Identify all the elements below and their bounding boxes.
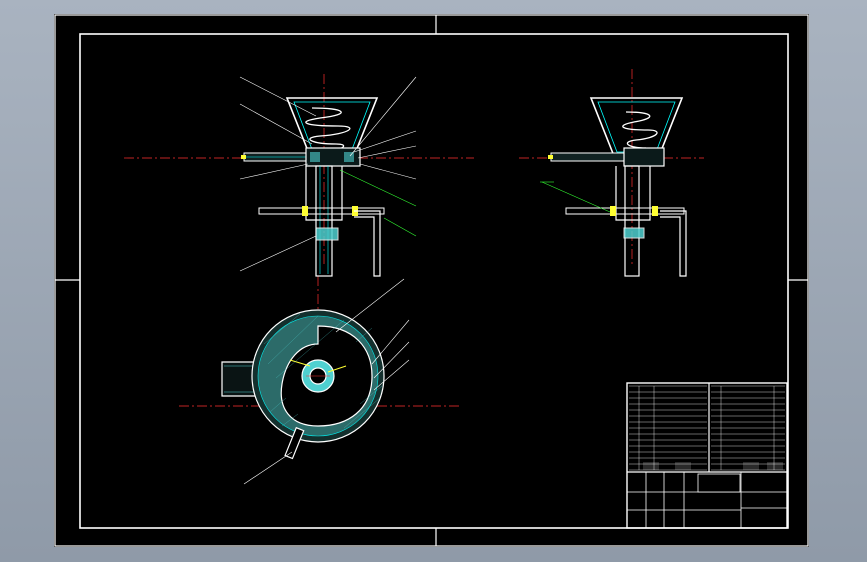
funnel-outer [285, 97, 379, 157]
spring-coil-2 [622, 111, 658, 149]
plan-view [221, 309, 385, 460]
secondary-section-view [548, 97, 687, 277]
drain-tube [284, 426, 305, 460]
vertical-shaft [315, 165, 333, 277]
spring-coil [305, 107, 351, 153]
leaders-view3 [243, 278, 410, 485]
bom-rows [629, 385, 785, 471]
base-plate [258, 207, 385, 215]
hatching [263, 313, 383, 429]
title-block [626, 382, 788, 529]
bottom-nut [315, 227, 339, 241]
annotation-leaders-view1 [339, 169, 417, 237]
leaders-view1 [239, 76, 417, 272]
right-bracket [354, 210, 381, 277]
drawing-sheet[interactable] [54, 14, 809, 547]
housing [305, 166, 343, 221]
centerlines [124, 69, 704, 442]
drawing-canvas [54, 14, 809, 547]
annotation-leaders-view2 [540, 181, 611, 213]
vertical-shaft-2 [624, 165, 640, 277]
main-section-view [241, 97, 385, 277]
sheet-frame [54, 14, 809, 547]
horizontal-arm-2 [550, 152, 637, 162]
